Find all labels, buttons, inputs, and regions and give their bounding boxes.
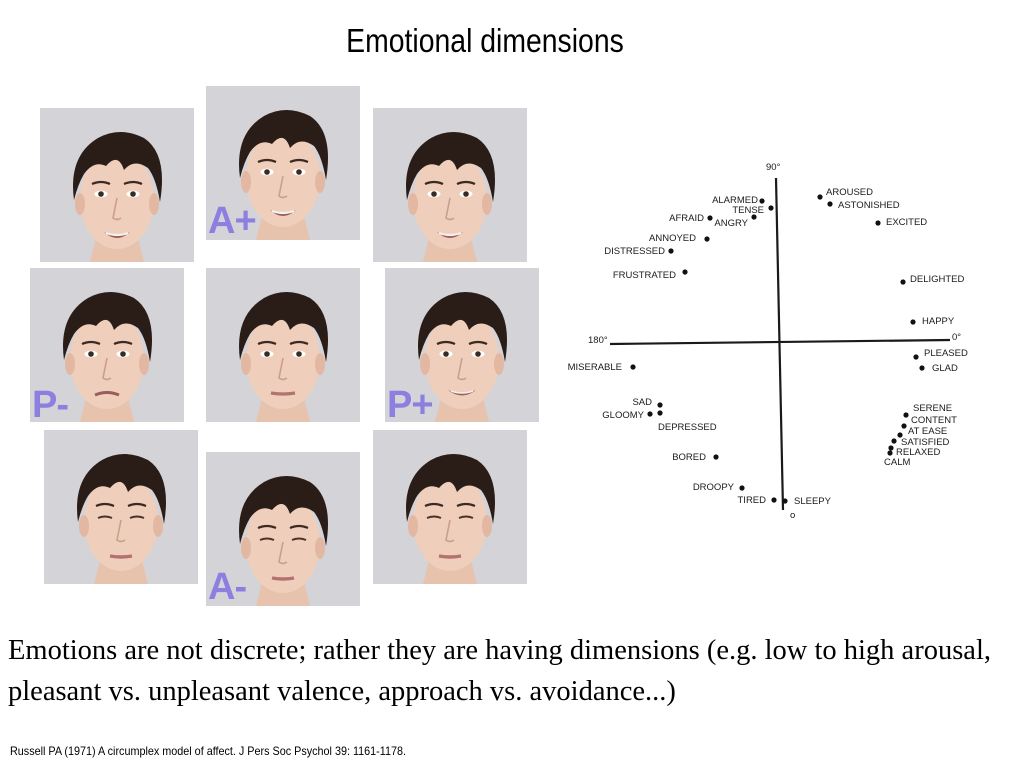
affect-dot-gloomy bbox=[647, 411, 653, 417]
face-illustration bbox=[406, 132, 495, 262]
angle-label-top: 90° bbox=[766, 162, 781, 173]
badge-arousal-low: A- bbox=[208, 566, 247, 608]
affect-dot-bored bbox=[713, 454, 719, 460]
affect-label-content: CONTENT bbox=[911, 415, 957, 426]
affect-label-pleased: PLEASED bbox=[924, 348, 968, 359]
affect-label-calm: CALM bbox=[884, 457, 910, 468]
face-panel bbox=[373, 430, 527, 584]
face-illustration bbox=[239, 476, 328, 606]
affect-dot-astonished bbox=[827, 201, 833, 207]
affect-label-tired: TIRED bbox=[738, 495, 767, 506]
face-illustration bbox=[239, 110, 328, 240]
affect-dot-serene bbox=[903, 412, 909, 418]
affect-dot-depressed bbox=[657, 410, 663, 416]
affect-label-depressed: DEPRESSED bbox=[658, 422, 717, 433]
angle-label-bottom: o bbox=[790, 510, 795, 521]
affect-label-satisfied: SATISFIED bbox=[901, 437, 950, 448]
face-panel bbox=[206, 86, 360, 240]
badge-valence-pos: P+ bbox=[387, 384, 434, 426]
face-illustration bbox=[406, 454, 495, 584]
affect-label-angry: ANGRY bbox=[714, 218, 748, 229]
affect-dot-calm bbox=[887, 450, 893, 456]
affect-dot-pleased bbox=[913, 354, 919, 360]
body-text: Emotions are not discrete; rather they a… bbox=[8, 635, 991, 707]
affect-label-aroused: AROUSED bbox=[826, 187, 873, 198]
affect-dot-miserable bbox=[630, 364, 636, 370]
affect-label-serene: SERENE bbox=[913, 403, 952, 414]
face-illustration bbox=[418, 292, 507, 422]
face-panel bbox=[206, 268, 360, 422]
affect-label-happy: HAPPY bbox=[922, 316, 955, 327]
affect-dot-at-ease bbox=[897, 432, 903, 438]
affect-dot-aroused bbox=[817, 194, 823, 200]
badge-arousal-high: A+ bbox=[208, 200, 257, 242]
affect-dot-sad bbox=[657, 402, 663, 408]
affect-dot-afraid bbox=[707, 215, 713, 221]
affect-dot-satisfied bbox=[891, 438, 897, 444]
vertical-axis bbox=[774, 177, 785, 511]
affect-label-delighted: DELIGHTED bbox=[910, 274, 965, 285]
affect-dot-annoyed bbox=[704, 236, 710, 242]
face-panel bbox=[40, 108, 194, 262]
affect-dot-happy bbox=[910, 319, 916, 325]
affect-dot-frustrated bbox=[682, 269, 688, 275]
affect-label-bored: BORED bbox=[672, 452, 706, 463]
slide-title: Emotional dimensions bbox=[346, 22, 624, 59]
affect-dot-relaxed bbox=[888, 445, 894, 451]
affect-dot-alarmed bbox=[759, 198, 765, 204]
affect-dot-glad bbox=[919, 365, 925, 371]
affect-label-annoyed: ANNOYED bbox=[649, 233, 696, 244]
badge-valence-neg: P- bbox=[32, 384, 69, 426]
angle-label-left: 180° bbox=[588, 335, 608, 346]
affect-label-frustrated: FRUSTRATED bbox=[613, 270, 676, 281]
affect-dot-tense bbox=[768, 205, 774, 211]
affect-label-afraid: AFRAID bbox=[669, 213, 704, 224]
angle-label-right: 0° bbox=[952, 332, 961, 343]
affect-label-droopy: DROOPY bbox=[693, 482, 735, 493]
affect-dot-tired bbox=[771, 497, 777, 503]
affect-label-distressed: DISTRESSED bbox=[604, 246, 665, 257]
affect-label-glad: GLAD bbox=[932, 363, 958, 374]
face-illustration bbox=[73, 132, 162, 262]
face-illustration bbox=[77, 454, 166, 584]
face-panel bbox=[30, 268, 184, 422]
affect-label-astonished: ASTONISHED bbox=[838, 200, 900, 211]
affect-label-at-ease: AT EASE bbox=[908, 426, 947, 437]
affect-dot-angry bbox=[751, 214, 757, 220]
affect-dot-distressed bbox=[668, 248, 674, 254]
circumplex-diagram: 90° 180° 0° o AROUSED ASTONISHED EXCITED AL… bbox=[568, 162, 968, 521]
affect-dot-excited bbox=[875, 220, 881, 226]
affect-dot-content bbox=[901, 423, 907, 429]
face-illustration bbox=[63, 292, 152, 422]
face-panel bbox=[385, 268, 539, 422]
face-panel bbox=[373, 108, 527, 262]
affect-dot-sleepy bbox=[782, 498, 788, 504]
affect-label-alarmed: ALARMED bbox=[712, 195, 758, 206]
affect-dot-droopy bbox=[739, 485, 745, 491]
horizontal-axis bbox=[609, 338, 951, 346]
affect-label-sleepy: SLEEPY bbox=[794, 496, 832, 507]
affect-label-relaxed: RELAXED bbox=[896, 447, 940, 458]
face-panel bbox=[206, 452, 360, 606]
affect-label-excited: EXCITED bbox=[886, 217, 927, 228]
affect-label-sad: SAD bbox=[632, 397, 652, 408]
face-panel bbox=[44, 430, 198, 584]
affect-label-tense: TENSE bbox=[732, 205, 764, 216]
citation: Russell PA (1971) A circumplex model of … bbox=[10, 744, 407, 758]
face-illustration bbox=[239, 292, 328, 422]
affect-label-miserable: MISERABLE bbox=[568, 362, 622, 373]
affect-dot-delighted bbox=[900, 279, 906, 285]
affect-label-gloomy: GLOOMY bbox=[602, 410, 644, 421]
